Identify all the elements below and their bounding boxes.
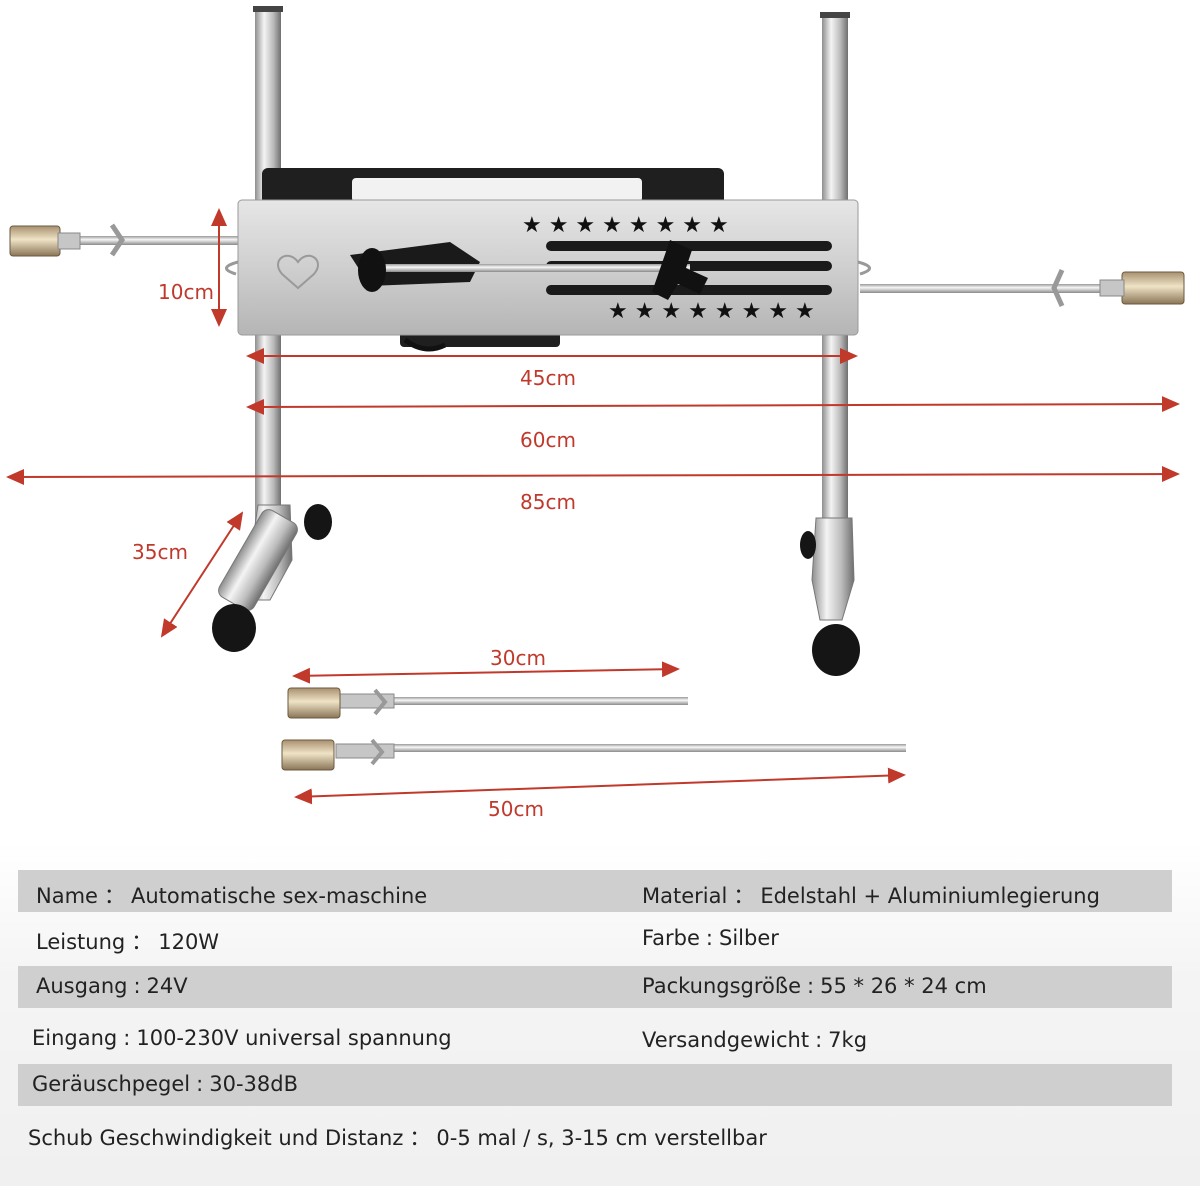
long-rod-dim-label: 50cm <box>488 797 544 821</box>
spec-package-size: Packungsgröße:55 * 26 * 24 cm <box>642 974 987 998</box>
spec-input: Eingang:100-230V universal spannung <box>32 1026 452 1050</box>
right-connector <box>1121 271 1185 305</box>
short-rod-dim-label: 30cm <box>490 646 546 670</box>
spec-power: Leistung：120W <box>36 930 220 954</box>
spec-row-3: Ausgang:24V Packungsgröße:55 * 26 * 24 c… <box>18 966 1172 1008</box>
spec-row-2: Leistung：120W Farbe:Silber <box>18 918 1172 960</box>
depth-dim-line <box>160 511 244 638</box>
spec-table: Name：Automatische sex-maschine Material：… <box>0 842 1200 1186</box>
body-length-dim-label: 45cm <box>520 366 576 390</box>
left-rod <box>60 236 240 245</box>
spec-row-1: Name：Automatische sex-maschine Material：… <box>18 870 1172 912</box>
long-rod-dim-line <box>294 767 906 805</box>
spec-row-6: Schub Geschwindigkeit und Distanz：0-5 ma… <box>18 1114 1172 1156</box>
spec-material: Material：Edelstahl + Aluminiumlegierung <box>642 884 1100 908</box>
total-width-dim-label: 85cm <box>520 490 576 514</box>
long-rod-accessory <box>281 738 906 771</box>
spec-weight: Versandgewicht:7kg <box>642 1028 868 1052</box>
short-rod-dim-line <box>292 661 680 684</box>
left-connector <box>9 225 61 257</box>
spec-row-5: Geräuschpegel:30-38dB <box>18 1064 1172 1106</box>
left-foot <box>212 504 332 652</box>
right-rod <box>860 284 1130 293</box>
depth-dim-label: 35cm <box>132 540 188 564</box>
frame-width-dim-line <box>246 396 1180 415</box>
svg-text:★ ★ ★ ★ ★ ★ ★ ★: ★ ★ ★ ★ ★ ★ ★ ★ <box>608 299 815 324</box>
spec-name: Name：Automatische sex-maschine <box>36 884 428 908</box>
product-illustration: ★ ★ ★ ★ ★ ★ ★ ★ ★ ★ ★ ★ ★ ★ ★ ★ 10cm 45c… <box>6 6 1185 821</box>
spec-stroke: Schub Geschwindigkeit und Distanz：0-5 ma… <box>28 1126 767 1150</box>
svg-text:★ ★ ★ ★ ★ ★ ★ ★: ★ ★ ★ ★ ★ ★ ★ ★ <box>522 213 729 238</box>
spec-color: Farbe:Silber <box>642 926 779 950</box>
spec-row-4: Eingang:100-230V universal spannung Vers… <box>18 1018 1172 1060</box>
total-width-dim-line <box>6 466 1180 485</box>
short-rod-accessory <box>287 687 688 719</box>
spec-noise: Geräuschpegel:30-38dB <box>32 1072 298 1096</box>
star-decorations: ★ ★ ★ ★ ★ ★ ★ ★ ★ ★ ★ ★ ★ ★ ★ ★ <box>522 213 815 324</box>
frame-width-dim-label: 60cm <box>520 428 576 452</box>
spec-output: Ausgang:24V <box>36 974 188 998</box>
right-foot <box>800 517 860 676</box>
height-dim-label: 10cm <box>158 280 214 304</box>
